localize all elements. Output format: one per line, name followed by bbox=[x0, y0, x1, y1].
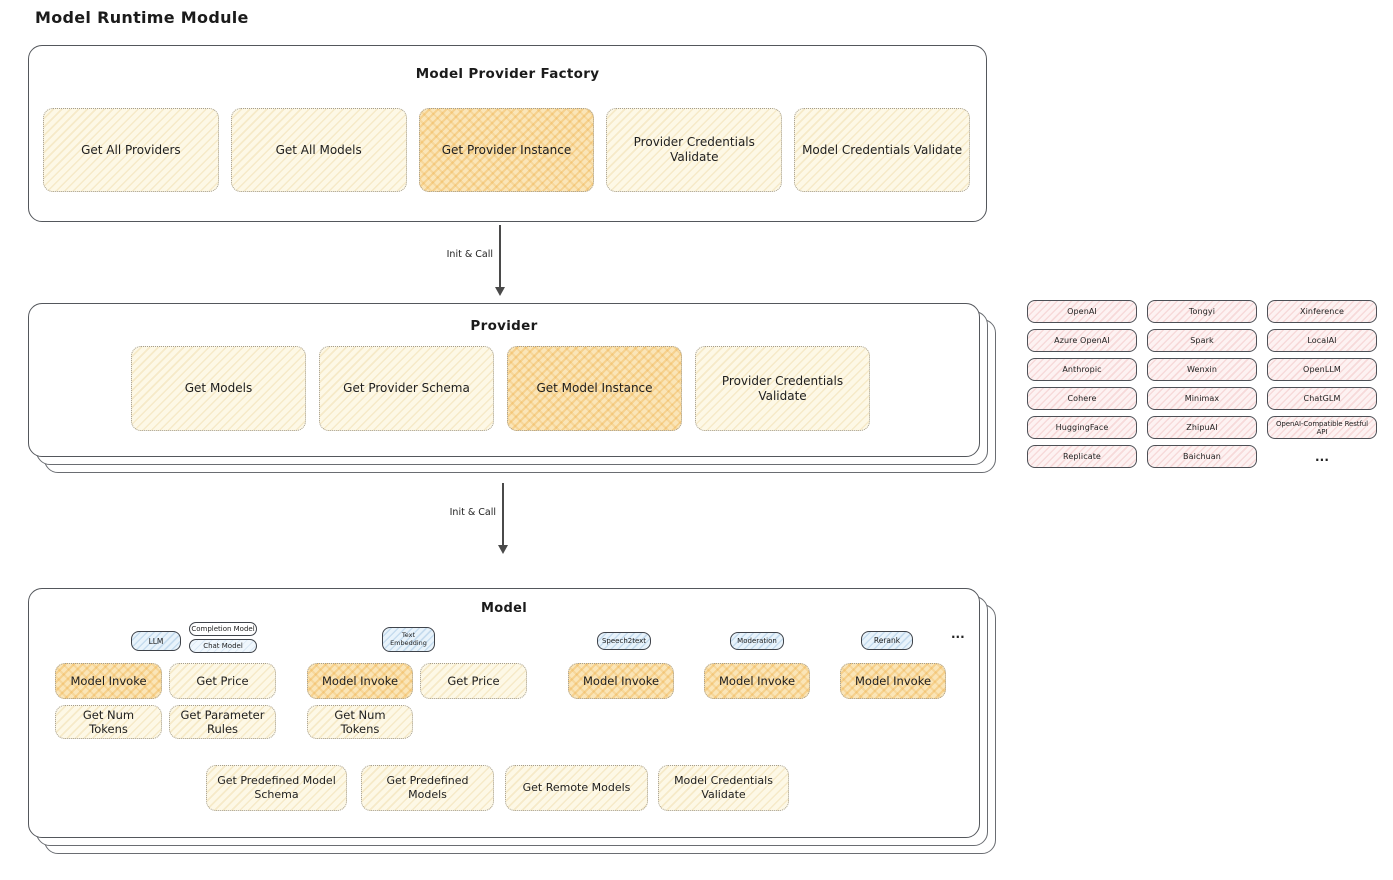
model-box: Model LLM Completion Model Chat Model Te… bbox=[28, 588, 980, 838]
node-get-model-instance: Get Model Instance bbox=[507, 346, 682, 431]
chip-minimax: Minimax bbox=[1147, 387, 1257, 410]
tag-llm: LLM bbox=[131, 631, 181, 651]
node-get-models: Get Models bbox=[131, 346, 306, 431]
arrow-init-call-1: Init & Call bbox=[447, 225, 505, 296]
tag-rerank: Rerank bbox=[861, 631, 913, 650]
factory-node-row: Get All Providers Get All Models Get Pro… bbox=[43, 108, 970, 192]
node-llm-get-price: Get Price bbox=[169, 663, 276, 699]
node-get-predefined-model-schema: Get Predefined Model Schema bbox=[206, 765, 347, 811]
node-text-embedding-get-price: Get Price bbox=[420, 663, 527, 699]
node-provider-credentials-validate-2: Provider Credentials Validate bbox=[695, 346, 870, 431]
arrow-init-call-2: Init & Call bbox=[450, 483, 508, 554]
chip-baichuan: Baichuan bbox=[1147, 445, 1257, 468]
chip-ellipsis: ... bbox=[1315, 449, 1329, 464]
chip-anthropic: Anthropic bbox=[1027, 358, 1137, 381]
tags-ellipsis: ... bbox=[951, 627, 965, 641]
chip-xinference: Xinference bbox=[1267, 300, 1377, 323]
node-llm-get-num-tokens: Get Num Tokens bbox=[55, 705, 162, 739]
tag-speech2text: Speech2text bbox=[597, 632, 651, 650]
chip-localai: LocalAI bbox=[1267, 329, 1377, 352]
node-moderation-model-invoke: Model Invoke bbox=[704, 663, 810, 699]
provider-chip-grid: OpenAI Tongyi Xinference Azure OpenAI Sp… bbox=[1027, 300, 1377, 468]
node-model-credentials-validate: Model Credentials Validate bbox=[794, 108, 970, 192]
factory-box: Model Provider Factory Get All Providers… bbox=[28, 45, 987, 222]
chip-openai: OpenAI bbox=[1027, 300, 1137, 323]
chip-azure-openai: Azure OpenAI bbox=[1027, 329, 1137, 352]
chip-zhipuai: ZhipuAI bbox=[1147, 416, 1257, 439]
node-rerank-model-invoke: Model Invoke bbox=[840, 663, 946, 699]
node-get-provider-instance: Get Provider Instance bbox=[418, 108, 595, 192]
arrow-init-call-1-label: Init & Call bbox=[446, 248, 493, 260]
node-model-credentials-validate-2: Model Credentials Validate bbox=[658, 765, 789, 811]
node-llm-get-parameter-rules: Get Parameter Rules bbox=[169, 705, 276, 739]
chip-huggingface: HuggingFace bbox=[1027, 416, 1137, 439]
factory-box-title: Model Provider Factory bbox=[415, 66, 600, 82]
node-text-embedding-get-num-tokens: Get Num Tokens bbox=[307, 705, 413, 739]
node-get-all-models: Get All Models bbox=[230, 108, 407, 192]
model-box-title: Model bbox=[481, 601, 527, 616]
chip-cohere: Cohere bbox=[1027, 387, 1137, 410]
chip-spark: Spark bbox=[1147, 329, 1257, 352]
chip-chatglm: ChatGLM bbox=[1267, 387, 1377, 410]
arrow-init-call-2-label: Init & Call bbox=[449, 506, 496, 518]
tag-moderation: Moderation bbox=[730, 632, 784, 650]
tag-chat-model: Chat Model bbox=[189, 639, 257, 653]
node-llm-model-invoke: Model Invoke bbox=[55, 663, 162, 699]
chip-openllm: OpenLLM bbox=[1267, 358, 1377, 381]
diagram-title: Model Runtime Module bbox=[35, 8, 249, 27]
chip-wenxin: Wenxin bbox=[1147, 358, 1257, 381]
node-speech2text-model-invoke: Model Invoke bbox=[568, 663, 674, 699]
node-get-remote-models: Get Remote Models bbox=[505, 765, 648, 811]
provider-box: Provider Get Models Get Provider Schema … bbox=[28, 303, 980, 457]
chip-openai-compatible-restful-api: OpenAI-Compatible Restful API bbox=[1267, 416, 1377, 439]
node-get-provider-schema: Get Provider Schema bbox=[319, 346, 494, 431]
chip-tongyi: Tongyi bbox=[1147, 300, 1257, 323]
node-text-embedding-model-invoke: Model Invoke bbox=[307, 663, 413, 699]
node-provider-credentials-validate: Provider Credentials Validate bbox=[606, 108, 783, 192]
chip-replicate: Replicate bbox=[1027, 445, 1137, 468]
tag-text-embedding: Text Embedding bbox=[382, 627, 435, 652]
node-get-all-providers: Get All Providers bbox=[43, 108, 219, 192]
provider-box-title: Provider bbox=[470, 318, 538, 334]
tag-completion-model: Completion Model bbox=[189, 622, 257, 636]
node-get-predefined-models: Get Predefined Models bbox=[361, 765, 494, 811]
